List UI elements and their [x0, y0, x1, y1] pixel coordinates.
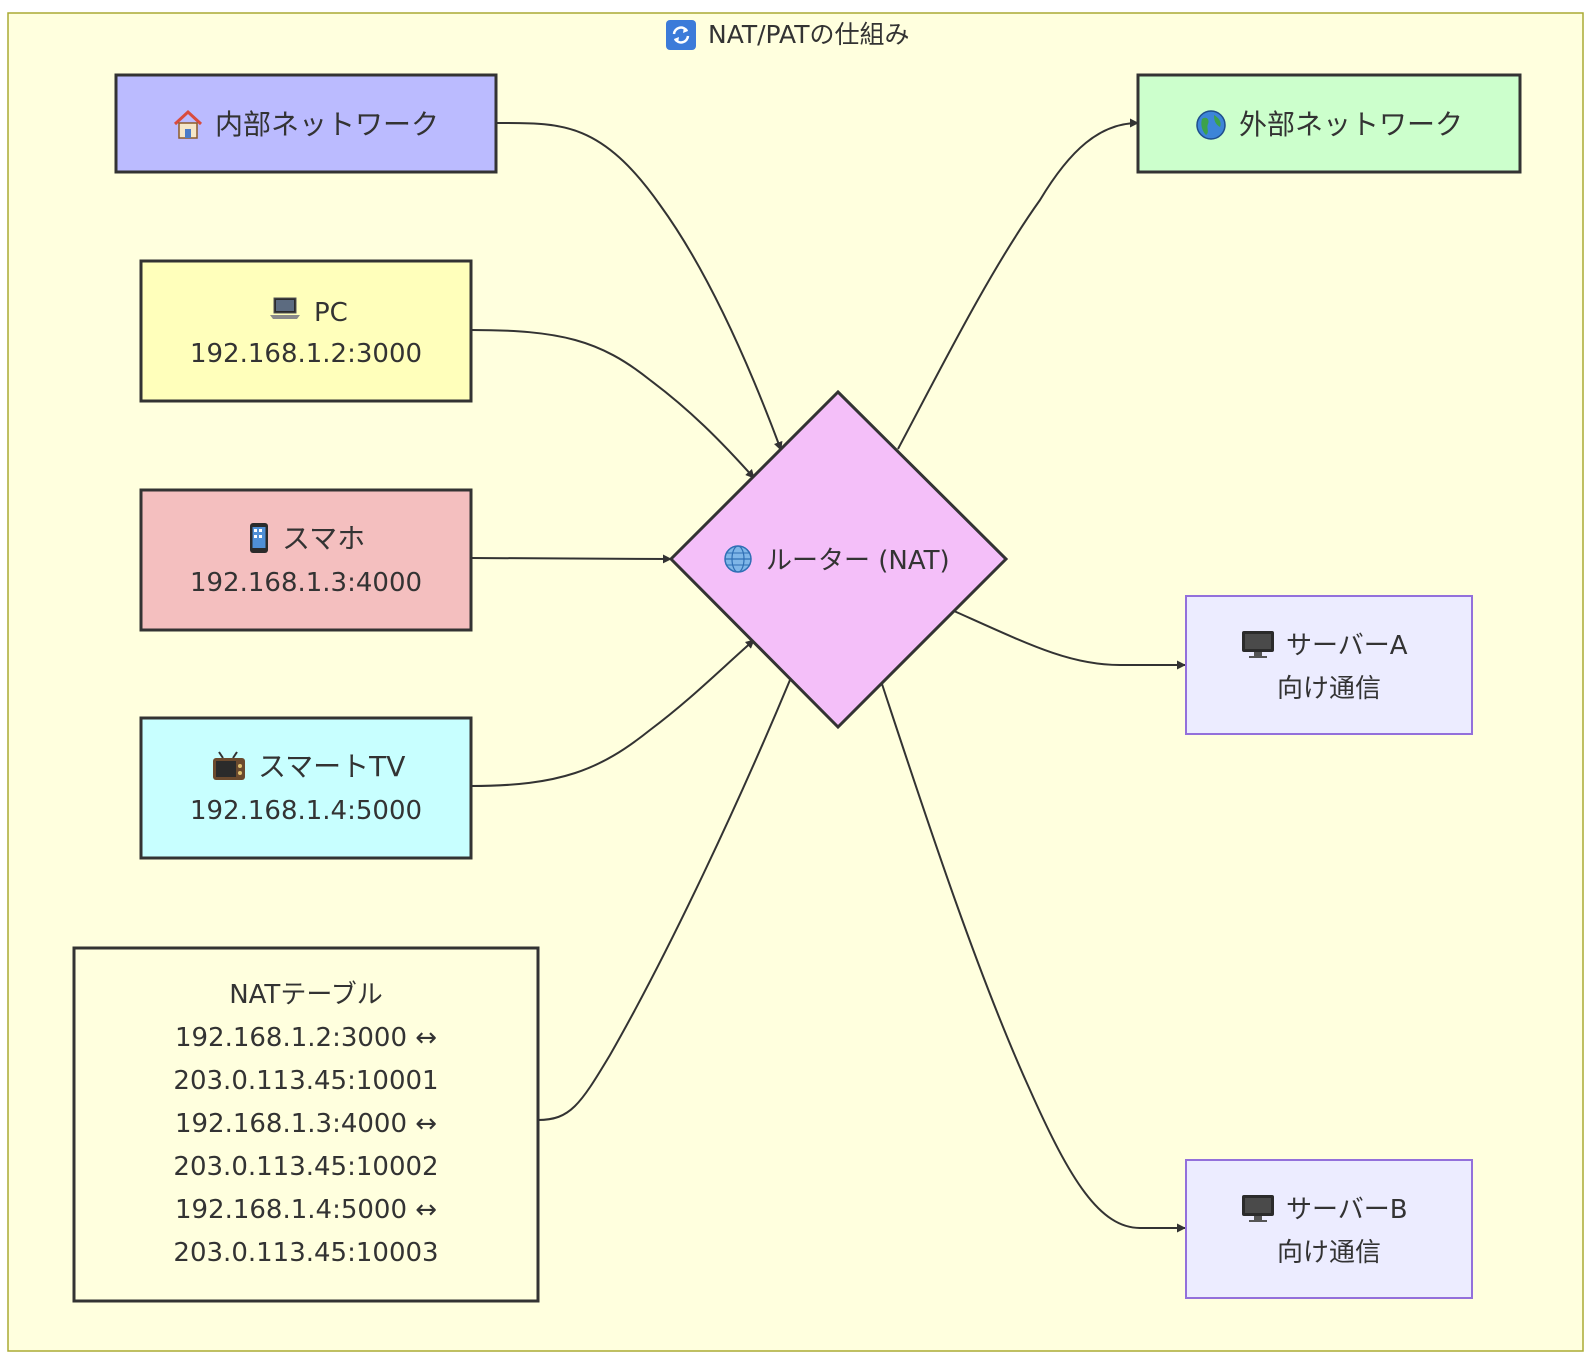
nat-table-title: NATテーブル — [229, 980, 383, 1010]
laptop-icon — [270, 297, 300, 319]
nat-table-line: 203.0.113.45:10002 — [173, 1152, 438, 1182]
edge-nat-table-router — [537, 679, 791, 1121]
node-server-b[interactable]: サーバーB 向け通信 — [1185, 1159, 1473, 1299]
node-internal-network[interactable]: 内部ネットワーク — [114, 73, 498, 174]
external-network-label: 外部ネットワーク — [1239, 108, 1463, 141]
node-smart-tv[interactable]: スマートTV 192.168.1.4:5000 — [139, 716, 473, 860]
edge-router-server-b — [881, 683, 1186, 1233]
nat-table-line: 192.168.1.4:5000 ↔ — [175, 1195, 437, 1225]
edge-phone-router — [470, 554, 672, 564]
server-a-label: サーバーA — [1286, 631, 1408, 661]
node-router[interactable]: ルーター (NAT) — [668, 389, 1009, 730]
nat-table-line: 203.0.113.45:10001 — [173, 1066, 438, 1096]
smart-tv-address: 192.168.1.4:5000 — [190, 796, 422, 826]
internal-network-label: 内部ネットワーク — [215, 108, 439, 141]
smartphone-label: スマホ — [282, 522, 365, 555]
router-label: ルーター (NAT) — [766, 546, 950, 576]
tv-icon — [213, 751, 245, 780]
house-icon — [173, 109, 203, 139]
nat-table-line: 203.0.113.45:10003 — [173, 1238, 438, 1268]
diagram-title: NAT/PATの仕組み — [666, 20, 909, 50]
edge-internal-router — [495, 121, 783, 451]
edge-router-external — [897, 118, 1139, 450]
smartphone-icon — [250, 523, 268, 553]
node-smartphone[interactable]: スマホ 192.168.1.3:4000 — [139, 488, 473, 632]
server-b-label: サーバーB — [1286, 1195, 1408, 1225]
monitor-icon — [1242, 631, 1274, 658]
nat-table-line: 192.168.1.3:4000 ↔ — [175, 1109, 437, 1139]
pc-address: 192.168.1.2:3000 — [190, 339, 422, 369]
node-external-network[interactable]: 外部ネットワーク — [1136, 73, 1522, 174]
pc-label: PC — [314, 298, 348, 328]
nat-table-line: 192.168.1.2:3000 ↔ — [175, 1023, 437, 1053]
monitor-icon — [1242, 1195, 1274, 1222]
server-a-sublabel: 向け通信 — [1277, 674, 1381, 704]
refresh-arrows-icon — [666, 20, 696, 50]
edge-router-server-a — [953, 610, 1186, 670]
title-text: NAT/PATの仕組み — [708, 20, 909, 49]
network-globe-icon — [724, 545, 752, 573]
server-b-sublabel: 向け通信 — [1277, 1238, 1381, 1268]
node-pc[interactable]: PC 192.168.1.2:3000 — [139, 259, 473, 403]
smart-tv-label: スマートTV — [258, 750, 405, 783]
edge-pc-router — [470, 329, 755, 479]
globe-icon — [1196, 110, 1226, 140]
edge-tv-router — [470, 639, 755, 787]
node-nat-table[interactable]: NATテーブル 192.168.1.2:3000 ↔ 203.0.113.45:… — [72, 946, 540, 1303]
edges — [470, 118, 1186, 1233]
node-server-a[interactable]: サーバーA 向け通信 — [1185, 595, 1473, 735]
smartphone-address: 192.168.1.3:4000 — [190, 568, 422, 598]
